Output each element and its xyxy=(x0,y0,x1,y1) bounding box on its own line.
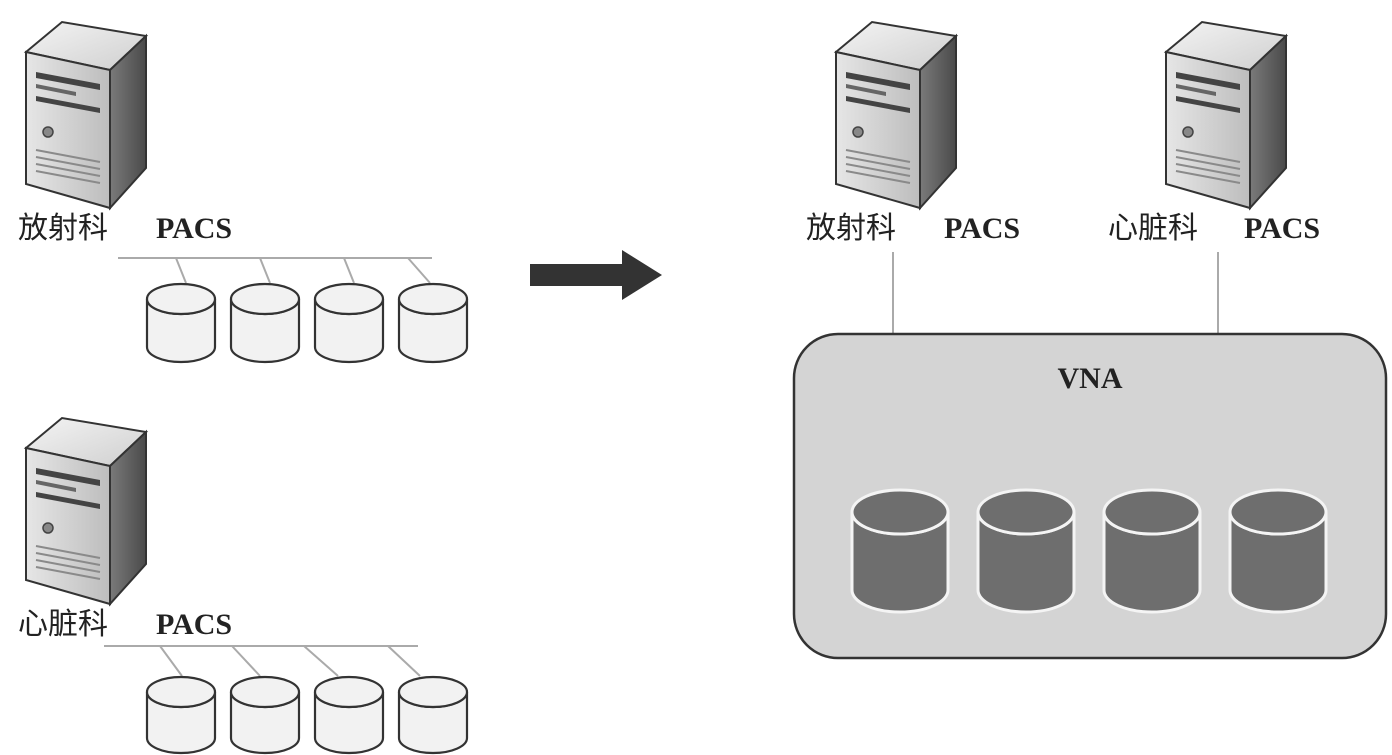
vna-archive: VNA xyxy=(792,332,1388,660)
radiology-system-label: PACS xyxy=(156,212,232,245)
vna-storage-cylinder-icon xyxy=(1102,488,1202,614)
vna-radiology-system-label: PACS xyxy=(944,212,1020,245)
radiology-dept-label: 放射科 xyxy=(18,211,108,246)
after-cardiology-group: 心脏科 PACS xyxy=(1108,21,1320,334)
storage-cylinder-icon xyxy=(397,675,469,755)
vna-storage-cylinder-icon xyxy=(976,488,1076,614)
storage-cylinder-icon xyxy=(229,282,301,364)
cardiology-system-label: PACS xyxy=(156,608,232,641)
storage-cylinder-icon xyxy=(145,282,217,364)
vna-storage-cylinder-icon xyxy=(1228,488,1328,614)
storage-cylinder-icon xyxy=(397,282,469,364)
storage-cylinder-icon xyxy=(145,675,217,755)
before-radiology-group: 放射科 PACS xyxy=(18,21,469,364)
vna-storage-cylinder-icon xyxy=(850,488,950,614)
vna-cardiology-dept-label: 心脏科 xyxy=(1108,211,1198,246)
radiology-storage-group xyxy=(145,282,469,364)
transition-arrow-icon xyxy=(530,250,662,300)
vna-cardiology-server-icon xyxy=(1165,21,1287,209)
cardiology-server-icon xyxy=(25,417,147,605)
vna-cardiology-system-label: PACS xyxy=(1244,212,1320,245)
before-cardiology-group: 心脏科 PACS xyxy=(18,417,469,755)
vna-storage-group xyxy=(850,488,1328,614)
storage-cylinder-icon xyxy=(229,675,301,755)
radiology-server-icon xyxy=(25,21,147,209)
storage-cylinder-icon xyxy=(313,675,385,755)
storage-cylinder-icon xyxy=(313,282,385,364)
vna-label: VNA xyxy=(1058,362,1123,395)
cardiology-storage-bus xyxy=(104,645,421,677)
after-radiology-group: 放射科 PACS xyxy=(806,21,1020,334)
vna-radiology-dept-label: 放射科 xyxy=(806,211,896,246)
vna-radiology-server-icon xyxy=(835,21,957,209)
cardiology-storage-group xyxy=(145,675,469,755)
cardiology-dept-label: 心脏科 xyxy=(18,607,108,642)
radiology-storage-bus xyxy=(118,257,432,284)
